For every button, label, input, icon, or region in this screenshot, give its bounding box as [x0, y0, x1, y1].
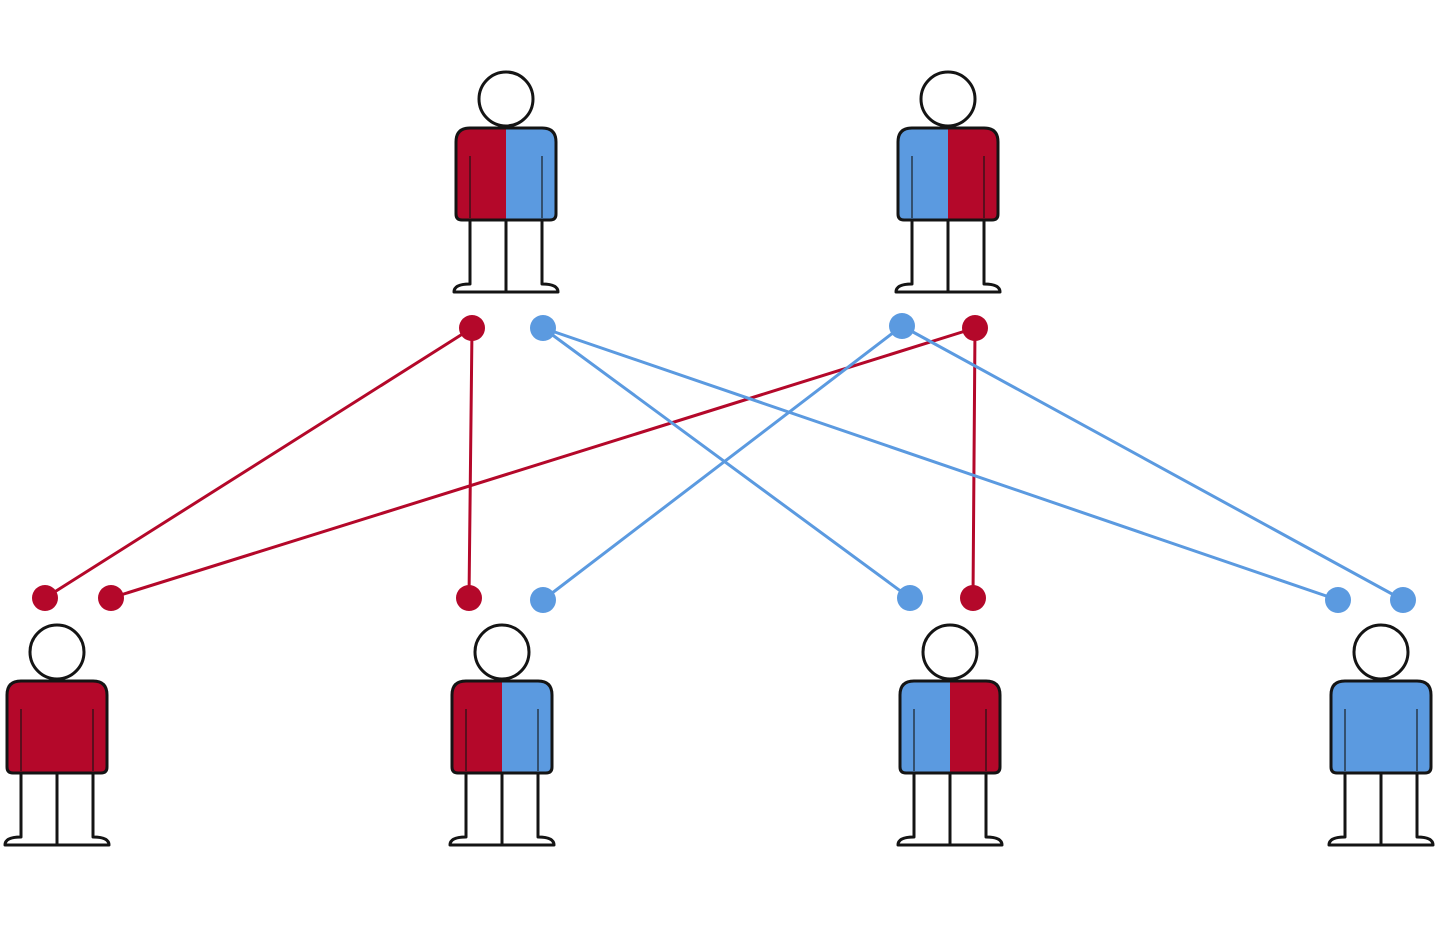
- child-4: [1327, 623, 1435, 847]
- child-4-head: [1352, 623, 1410, 681]
- child-3-torso-left: [900, 681, 950, 773]
- child-3-right-leg: [948, 769, 1004, 847]
- child-1-left-leg: [3, 769, 59, 847]
- connection-line-parent-1-to-child-2-red: [467, 326, 474, 600]
- child-4-allele-dot-blue: [1390, 587, 1416, 613]
- parent-2-allele-dot-blue: [889, 313, 915, 339]
- connection-line-parent-2-to-child-3-red: [971, 326, 977, 600]
- child-3-legs: [896, 769, 1004, 847]
- parent-2-torso-right: [948, 128, 998, 220]
- parent-1-allele-dot-red: [459, 315, 485, 341]
- connection-line-parent-2-to-child-2-blue: [541, 324, 904, 602]
- connection-line-parent-1-to-child-4-blue: [541, 326, 1340, 602]
- parent-2: [894, 70, 1002, 294]
- child-2-torso-outline: [450, 679, 554, 775]
- allele-dots: [32, 313, 1416, 613]
- child-4-left-leg: [1327, 769, 1383, 847]
- child-1-torso-outline: [5, 679, 109, 775]
- child-2-torso-right: [502, 681, 552, 773]
- child-2-torso-left: [452, 681, 502, 773]
- parent-2-right-leg: [946, 216, 1002, 294]
- child-4-torso-outline: [1329, 679, 1433, 775]
- child-2-right-leg: [500, 769, 556, 847]
- connection-line-parent-2-to-child-4-blue: [900, 324, 1405, 602]
- parent-1-left-leg: [452, 216, 508, 294]
- child-1: [3, 623, 111, 847]
- child-3-torso-outline: [898, 679, 1002, 775]
- child-1-legs: [3, 769, 111, 847]
- child-2-left-leg: [448, 769, 504, 847]
- child-1-allele-dot-red: [98, 585, 124, 611]
- child-2-allele-dot-red: [456, 585, 482, 611]
- child-3-allele-dot-red: [960, 585, 986, 611]
- child-1-right-leg: [55, 769, 111, 847]
- parent-1-torso-right: [506, 128, 556, 220]
- parent-1-legs: [452, 216, 560, 294]
- parent-2-torso-left: [898, 128, 948, 220]
- people: [3, 70, 1435, 847]
- parent-2-left-leg: [894, 216, 950, 294]
- parent-1-right-leg: [504, 216, 560, 294]
- parent-2-torso-outline: [896, 126, 1000, 222]
- connection-line-parent-2-to-child-1-red: [109, 326, 977, 600]
- parent-1-allele-dot-blue: [530, 315, 556, 341]
- child-4-legs: [1327, 769, 1435, 847]
- child-4-torso-left: [1331, 681, 1381, 773]
- child-4-allele-dot-blue: [1325, 587, 1351, 613]
- child-1-torso-left: [7, 681, 57, 773]
- connection-lines: [43, 324, 1405, 602]
- child-2-head: [473, 623, 531, 681]
- parent-1-torso-left: [456, 128, 506, 220]
- child-4-right-leg: [1379, 769, 1435, 847]
- parent-2-legs: [894, 216, 1002, 294]
- child-4-torso-right: [1381, 681, 1431, 773]
- parent-2-head: [919, 70, 977, 128]
- child-3: [896, 623, 1004, 847]
- connection-line-parent-1-to-child-3-blue: [541, 326, 912, 600]
- child-1-head: [28, 623, 86, 681]
- parent-2-allele-dot-red: [962, 315, 988, 341]
- child-3-head: [921, 623, 979, 681]
- connection-line-parent-1-to-child-1-red: [43, 326, 474, 600]
- child-3-left-leg: [896, 769, 952, 847]
- child-2: [448, 623, 556, 847]
- child-1-allele-dot-red: [32, 585, 58, 611]
- child-2-allele-dot-blue: [530, 587, 556, 613]
- child-2-legs: [448, 769, 556, 847]
- child-3-torso-right: [950, 681, 1000, 773]
- parent-1-head: [477, 70, 535, 128]
- parent-1-torso-outline: [454, 126, 558, 222]
- child-1-torso-right: [57, 681, 107, 773]
- child-3-allele-dot-blue: [897, 585, 923, 611]
- parent-1: [452, 70, 560, 294]
